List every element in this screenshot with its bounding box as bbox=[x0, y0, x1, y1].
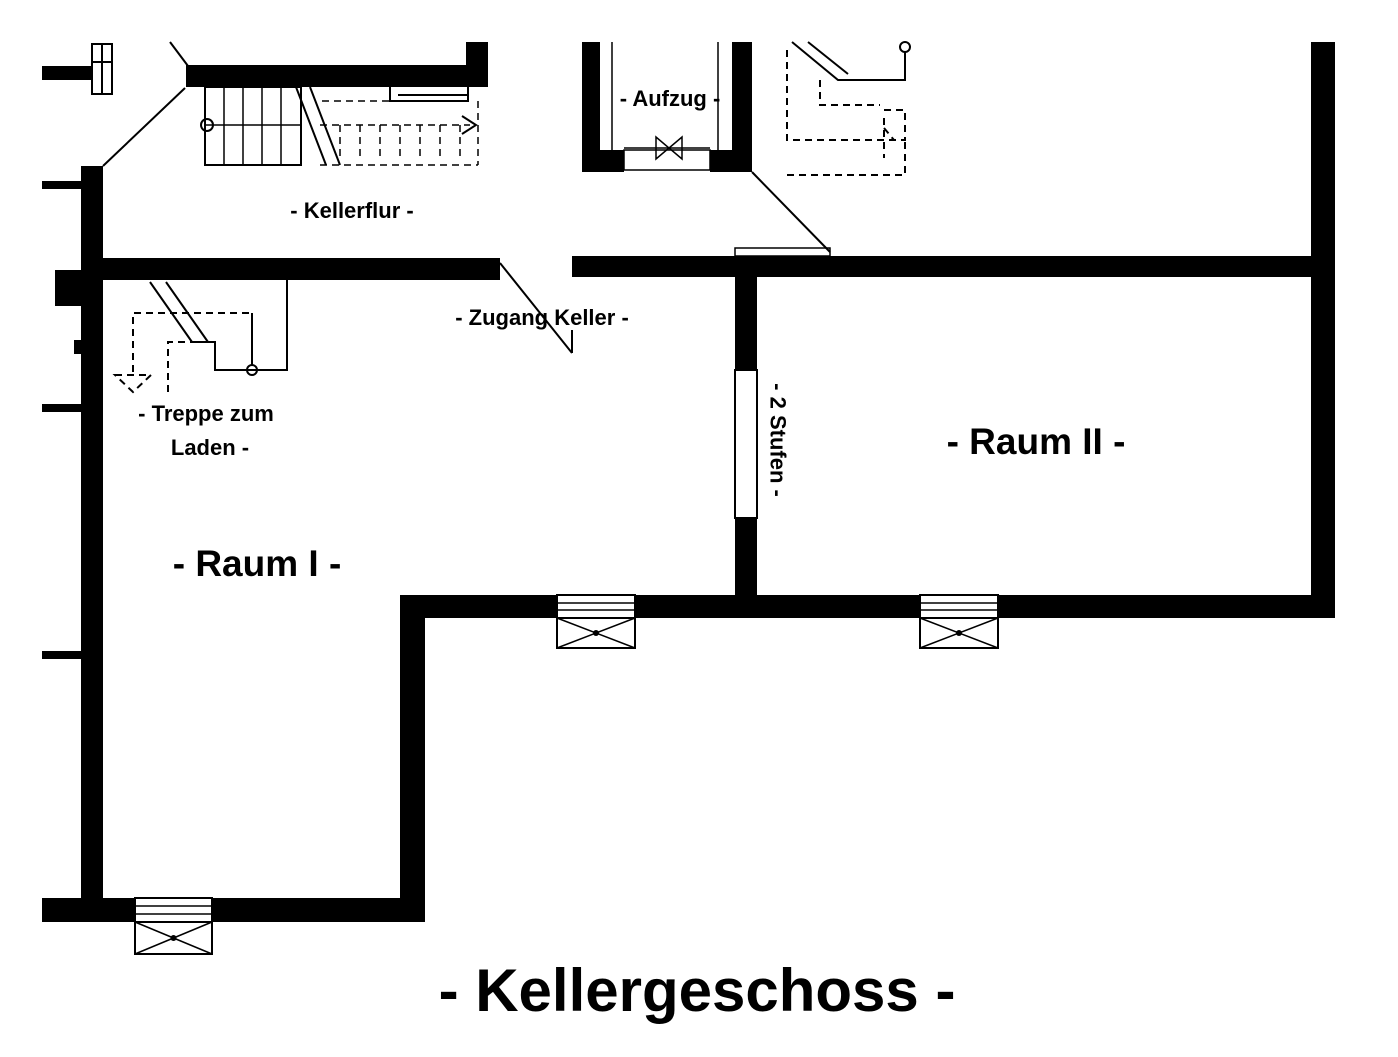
wall-partition-upper bbox=[735, 256, 757, 370]
room-label-kellerflur: - Kellerflur - bbox=[290, 198, 413, 223]
stair-solid-edge bbox=[791, 41, 906, 81]
window-sill bbox=[919, 594, 999, 619]
window-sill-lines bbox=[135, 905, 212, 915]
window bbox=[919, 594, 999, 649]
wall-top-left-stub bbox=[42, 66, 92, 80]
wall-raum-2-bottom bbox=[400, 595, 1335, 618]
door-swing-flur-right bbox=[751, 171, 831, 253]
staircase-kellerflur bbox=[200, 86, 479, 166]
stair-outline bbox=[204, 86, 302, 166]
stair-arrow bbox=[112, 374, 154, 394]
stair-arrow bbox=[461, 115, 478, 135]
stair-cut-line bbox=[295, 86, 341, 166]
room-label-raum-1: - Raum I - bbox=[173, 543, 342, 584]
stair-hidden-treads bbox=[320, 100, 479, 166]
wall-elevator-left bbox=[582, 42, 600, 172]
window bbox=[134, 897, 213, 955]
walls bbox=[42, 42, 1335, 922]
window-frame-top-left bbox=[91, 41, 189, 95]
staircase-to-shop bbox=[112, 280, 288, 394]
staircase-upper-right bbox=[786, 41, 911, 176]
stair-start-marker bbox=[899, 41, 911, 53]
window-well-dot bbox=[593, 630, 599, 636]
window-well-dot bbox=[170, 935, 177, 941]
stair-hidden-outline bbox=[786, 50, 906, 176]
stair-start-marker bbox=[200, 118, 214, 132]
wall-elevator-bottom-left bbox=[582, 150, 624, 172]
frame-mullion bbox=[92, 44, 112, 94]
label-treppe-line-1: - Treppe zum bbox=[138, 401, 274, 426]
stair-treads bbox=[205, 87, 300, 165]
stair-solid-edge bbox=[192, 280, 288, 371]
wall-bottom bbox=[42, 898, 425, 922]
wall-left-stub-3 bbox=[42, 651, 82, 659]
stair-hidden-edge-1 bbox=[132, 312, 252, 372]
label-zugang-keller: - Zugang Keller - bbox=[455, 305, 629, 330]
wall-left-block bbox=[55, 270, 82, 306]
label-treppe-line-2: Laden - bbox=[171, 435, 249, 460]
window-sill bbox=[556, 594, 636, 619]
window-well-dot bbox=[956, 630, 962, 636]
room-label-aufzug: - Aufzug - bbox=[620, 86, 721, 111]
window-sill bbox=[134, 897, 213, 923]
wall-raum-1-top bbox=[103, 258, 500, 280]
stair-start-marker bbox=[246, 364, 258, 376]
elevator-inner-lines bbox=[611, 42, 719, 150]
door-swing-zugang-keller bbox=[499, 262, 573, 354]
stair-upper-landing bbox=[389, 87, 469, 102]
wall-left-notch bbox=[74, 340, 82, 354]
door-swing-kellerflur bbox=[102, 87, 186, 167]
wall-right-outer bbox=[1311, 42, 1335, 618]
wall-stair-top bbox=[186, 65, 488, 87]
stair-cut-line bbox=[807, 41, 849, 75]
stair-arrow bbox=[883, 118, 895, 158]
frame-diagonal bbox=[169, 41, 189, 67]
wall-elevator-right bbox=[732, 42, 752, 172]
plan-title: - Kellergeschoss - bbox=[439, 957, 956, 1024]
wall-raum-1-inner-corner bbox=[400, 595, 425, 922]
wall-left-stub-2 bbox=[42, 404, 82, 412]
label-2-stufen: - 2 Stufen - bbox=[766, 383, 791, 497]
room-label-raum-2: - Raum II - bbox=[947, 421, 1126, 462]
stair-hidden-edge-2 bbox=[167, 341, 192, 392]
elevator-shaft bbox=[611, 42, 719, 171]
window-sill-lines bbox=[920, 602, 998, 611]
partition-opening-steps bbox=[734, 369, 758, 519]
wall-stair-right bbox=[466, 42, 488, 72]
elevator-door-icon bbox=[655, 135, 683, 161]
window bbox=[556, 594, 636, 649]
wall-raum-2-top bbox=[572, 256, 1335, 277]
window-sill-lines bbox=[557, 602, 635, 611]
wall-left-stub-1 bbox=[42, 181, 82, 189]
wall-left-outer bbox=[81, 166, 103, 922]
wall-partition-lower bbox=[735, 518, 757, 614]
